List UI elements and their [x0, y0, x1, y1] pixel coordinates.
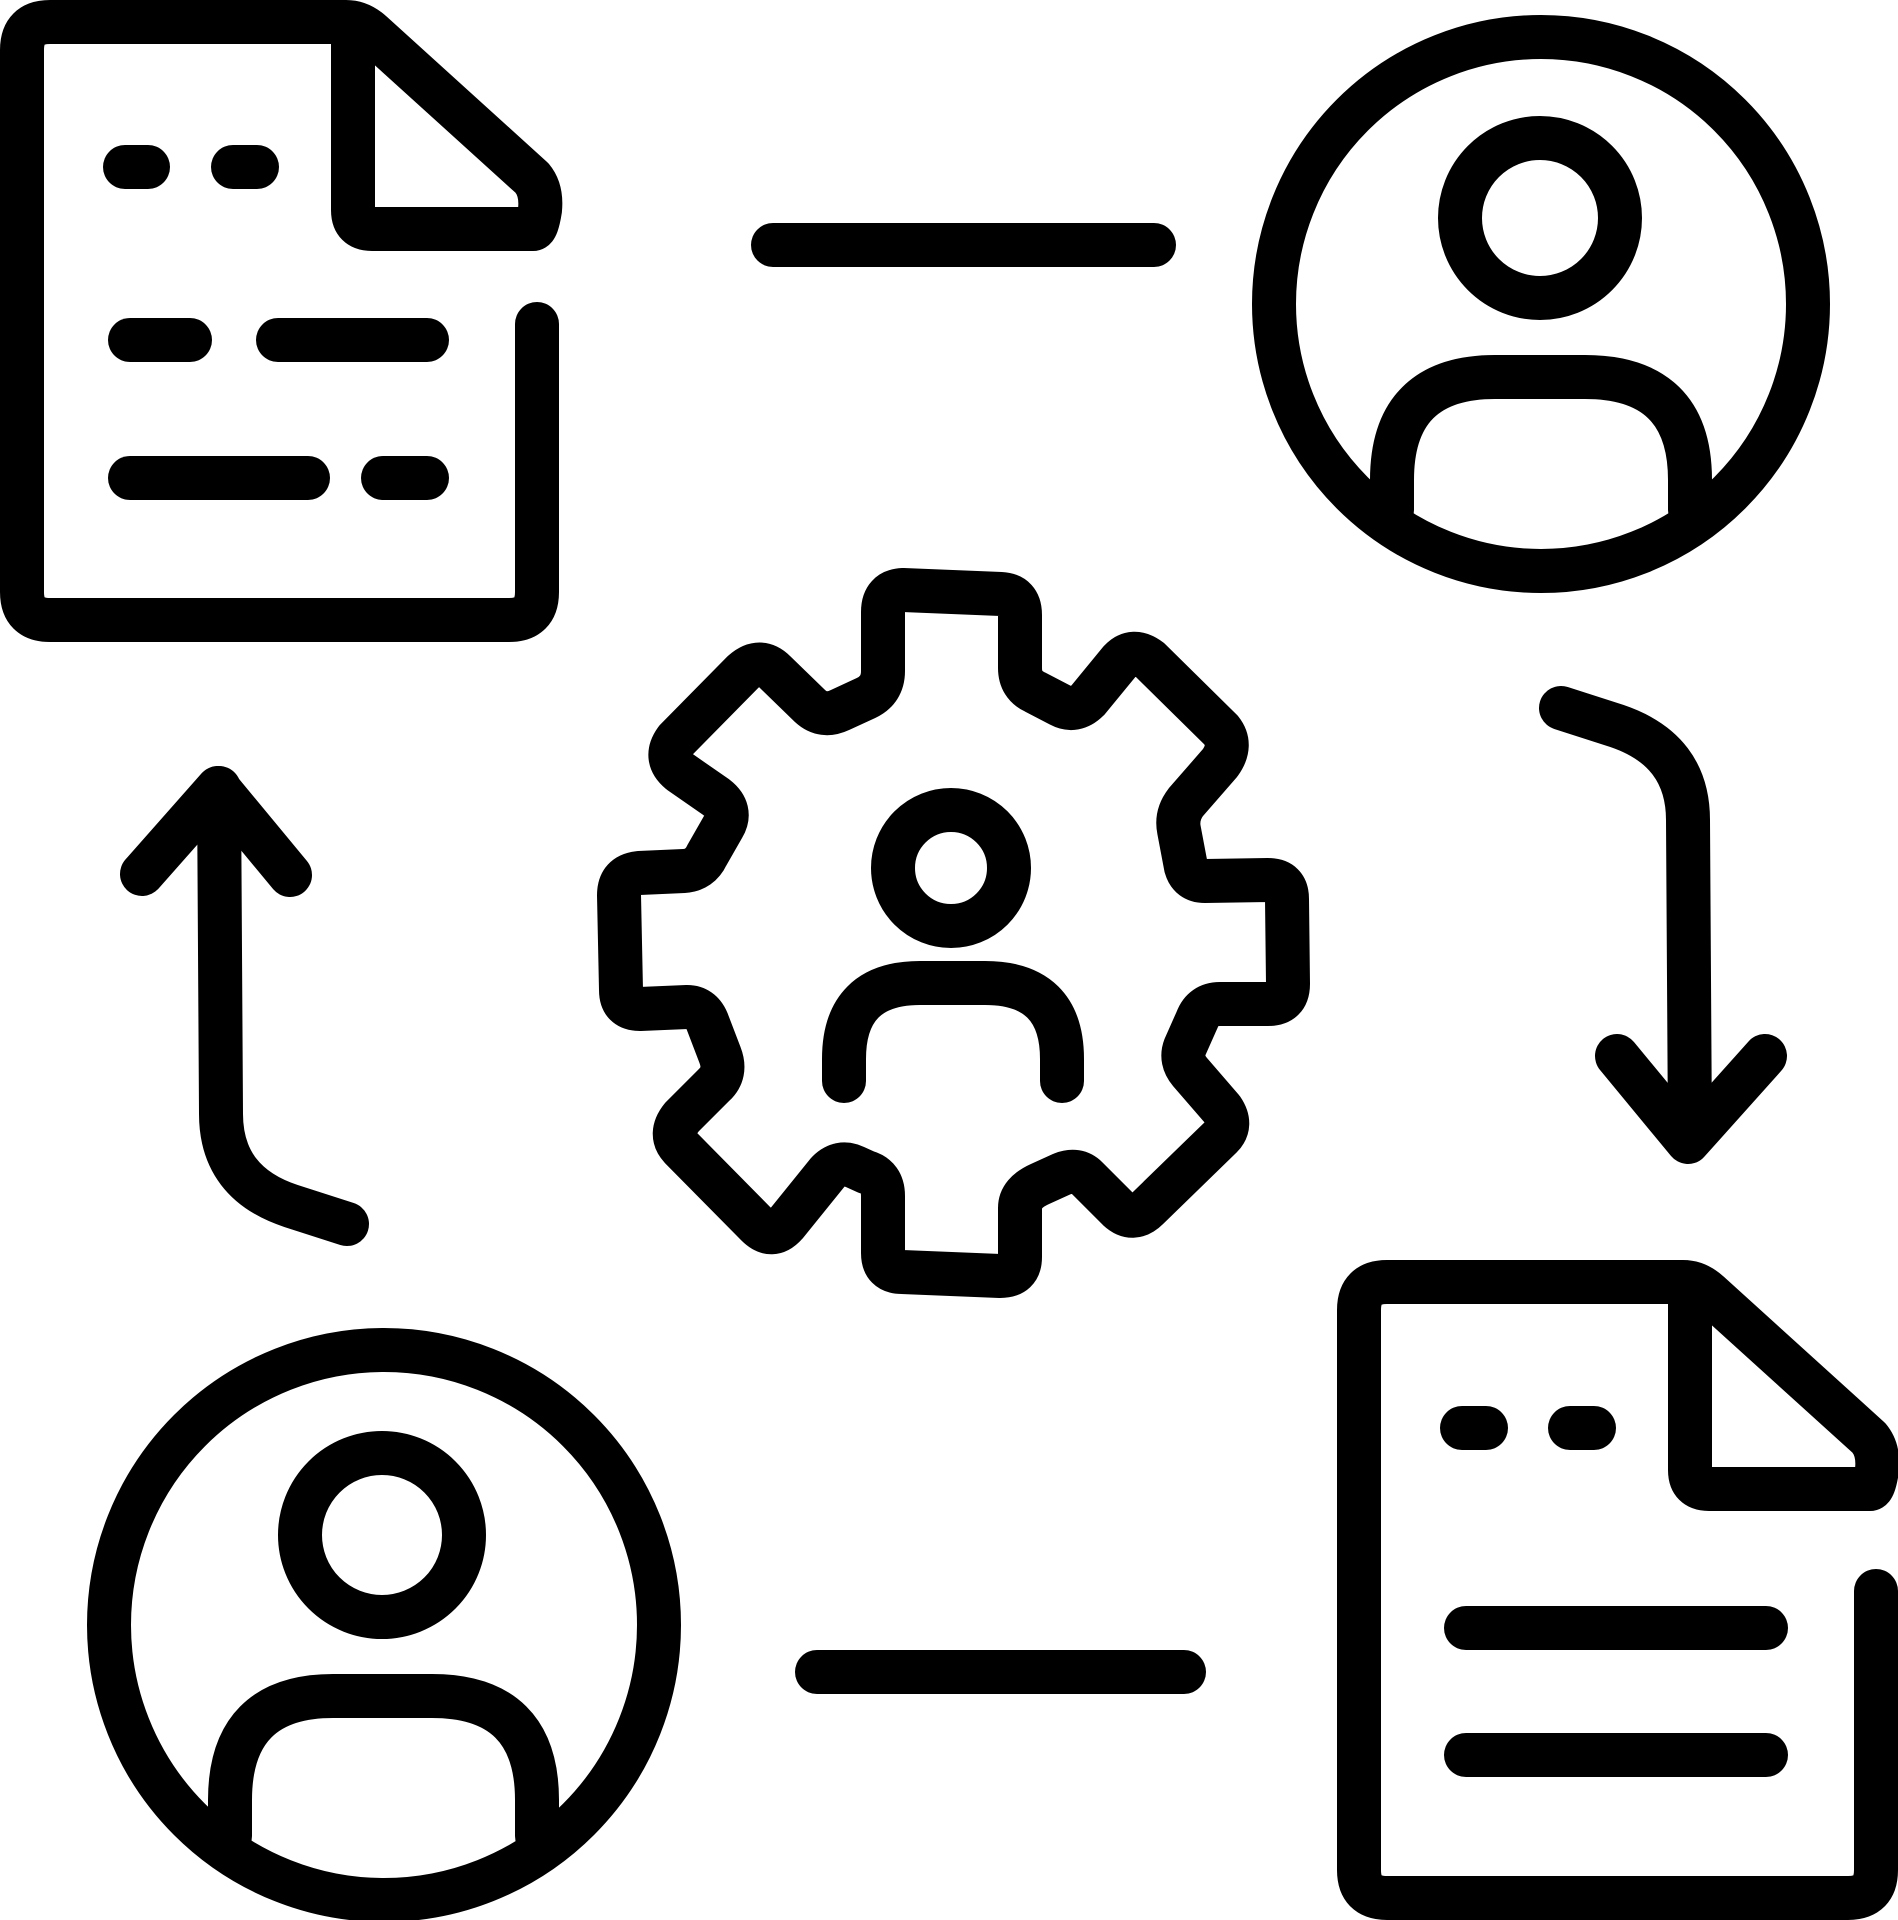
- user-gear-icon: [597, 568, 1310, 1298]
- document-icon-top-left: [0, 0, 563, 642]
- avatar-outer-circle: [87, 1328, 681, 1920]
- avatar-outer-circle: [1252, 15, 1830, 593]
- avatar-head: [1438, 116, 1642, 320]
- document-icon-bottom-right: [1337, 1260, 1898, 1920]
- arrow-up-shaft: [197, 766, 369, 1246]
- user-avatar-icon-top-right: [1252, 15, 1830, 593]
- arrow-up-icon: [120, 766, 369, 1246]
- user-avatar-icon-bottom-left: [87, 1328, 681, 1920]
- gear-outline: [597, 568, 1310, 1298]
- gear-user-shoulders: [822, 961, 1084, 1103]
- document-outline: [0, 0, 563, 642]
- avatar-head: [278, 1431, 486, 1639]
- gear-user-head: [871, 788, 1031, 948]
- arrow-down-shaft: [1539, 686, 1712, 1160]
- arrow-down-head: [1595, 1034, 1787, 1164]
- document-outline: [1337, 1260, 1898, 1920]
- arrow-up-head: [120, 766, 312, 897]
- avatar-shoulders: [1370, 355, 1712, 532]
- avatar-shoulders: [208, 1674, 559, 1858]
- arrow-down-icon: [1539, 686, 1787, 1164]
